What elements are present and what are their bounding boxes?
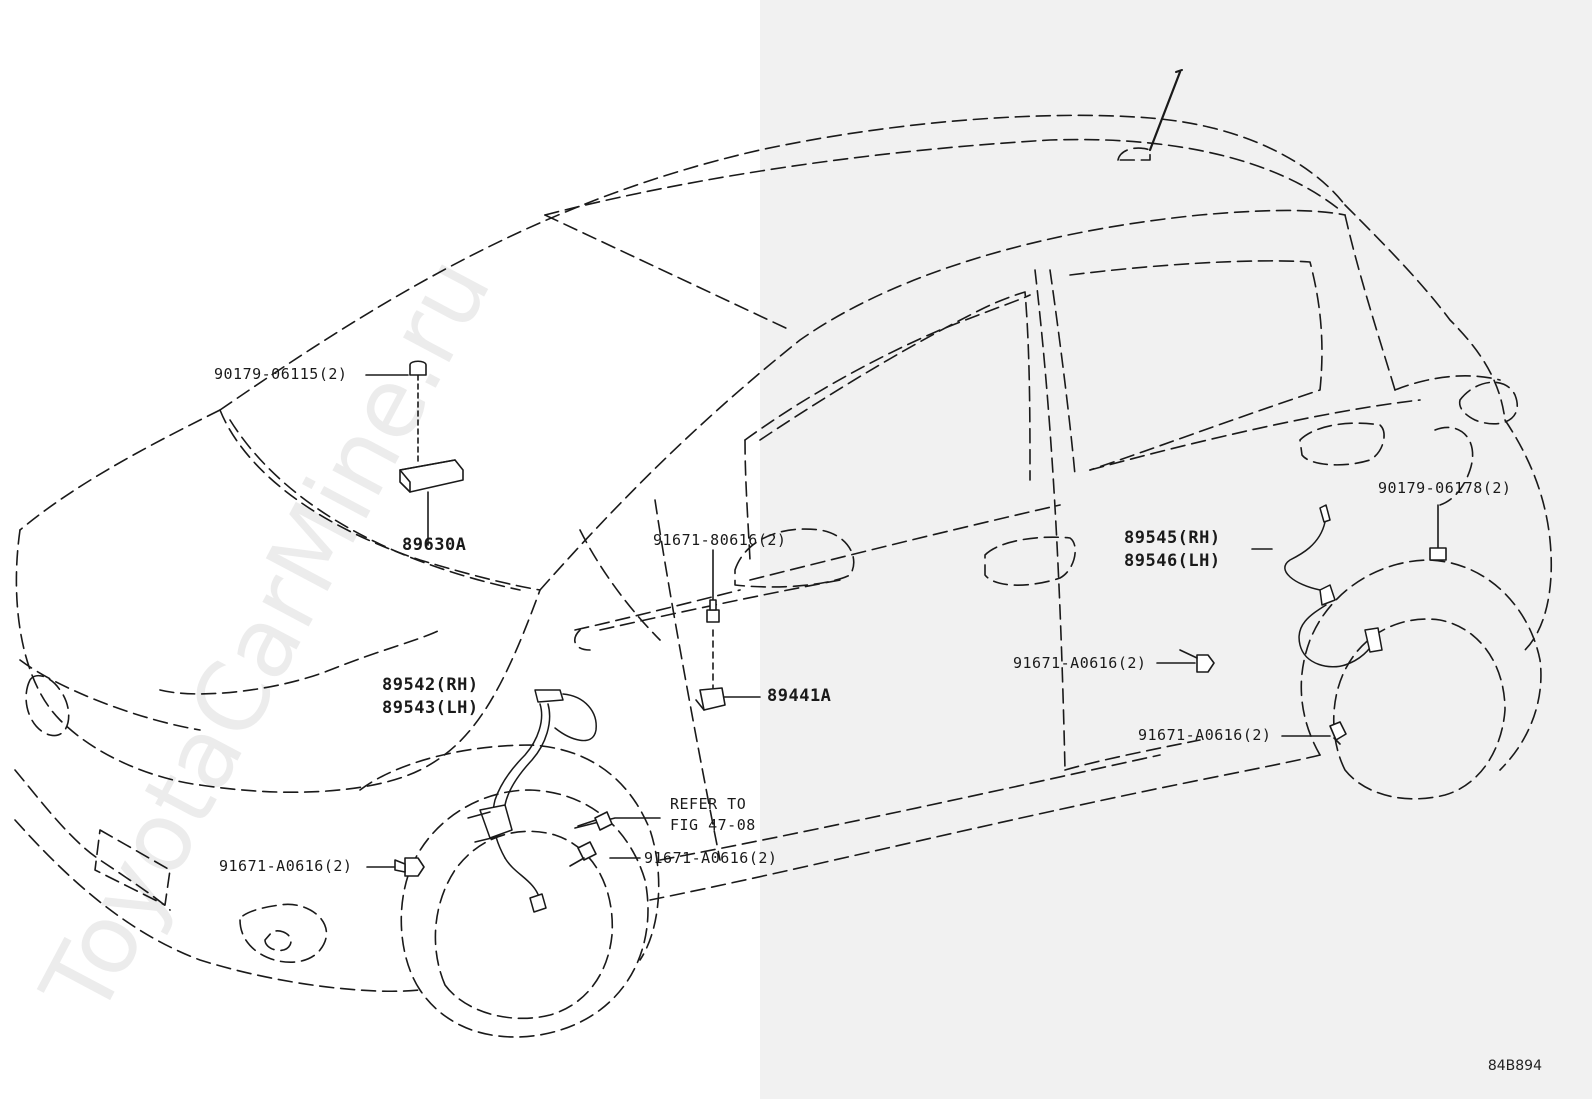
part-label-rear-sensor-89546-lh[interactable]: 89546(LH) — [1124, 551, 1221, 571]
diagram-code: 84B894 — [1487, 1058, 1542, 1074]
rear-speed-sensor-harness — [1284, 504, 1383, 668]
part-label-bolt-rear-lower[interactable]: 91671-A0616(2) — [1138, 726, 1272, 744]
part-label-bolt-front-mid[interactable]: 91671-A0616(2) — [644, 849, 778, 867]
part-label-nut-90179-06178[interactable]: 90179-06178(2) — [1378, 479, 1512, 497]
part-label-rear-sensor-89545-rh[interactable]: 89545(RH) — [1124, 528, 1221, 548]
antenna-icon — [1148, 70, 1182, 152]
refer-to-label: REFER TO — [670, 795, 747, 813]
leader-lines — [365, 374, 1439, 868]
shaded-panel — [760, 0, 1592, 1099]
refer-to-figure-link[interactable]: FIG 47-08 — [670, 816, 756, 834]
part-label-front-sensor-89543-lh[interactable]: 89543(LH) — [382, 698, 479, 718]
part-label-bolt-rear-upper[interactable]: 91671-A0616(2) — [1013, 654, 1147, 672]
part-label-nut-90179-06115[interactable]: 90179-06115(2) — [214, 365, 348, 383]
front-speed-sensor-harness — [467, 689, 597, 913]
part-label-front-sensor-89542-rh[interactable]: 89542(RH) — [382, 675, 479, 695]
part-label-bolt-front-left[interactable]: 91671-A0616(2) — [219, 857, 353, 875]
car-body-phantom-lines — [14, 114, 1553, 1038]
part-label-bolt-91671-80616[interactable]: 91671-80616(2) — [653, 531, 787, 549]
computer-unit-89630a — [399, 360, 464, 546]
part-label-computer-89630a[interactable]: 89630A — [402, 535, 467, 555]
part-label-sensor-89441a[interactable]: 89441A — [767, 686, 832, 706]
fasteners — [394, 547, 1447, 877]
